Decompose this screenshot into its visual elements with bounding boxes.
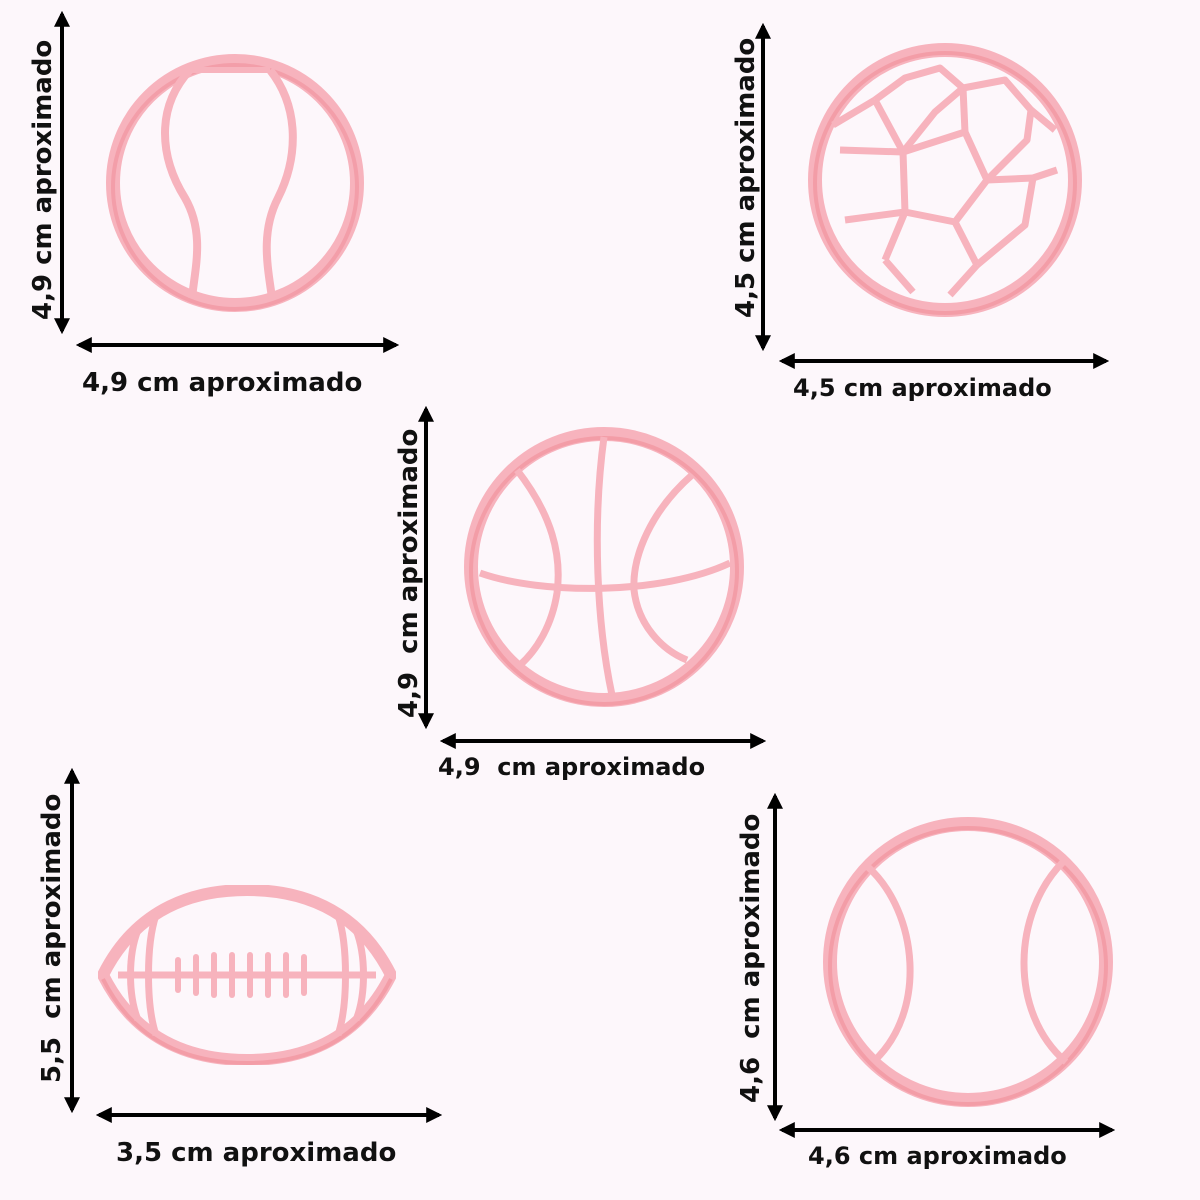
football-cutter xyxy=(98,885,396,1065)
baseball-cutter xyxy=(823,817,1113,1107)
tennis-ball-cutter xyxy=(106,54,364,312)
height-label: 5,5 cm aproximado xyxy=(37,793,67,1083)
width-arrow xyxy=(439,733,767,749)
width-label: 4,6 cm aproximado xyxy=(808,1142,1067,1170)
height-arrow xyxy=(767,792,783,1122)
height-label: 4,9 cm aproximado xyxy=(394,428,424,718)
width-label: 4,9 cm aproximado xyxy=(82,368,363,398)
width-arrow xyxy=(778,353,1110,369)
height-arrow xyxy=(54,10,70,335)
width-label: 4,5 cm aproximado xyxy=(793,374,1052,402)
basketball-cutter xyxy=(464,427,744,707)
height-arrow xyxy=(755,22,771,352)
soccer-ball-cutter xyxy=(808,43,1082,317)
width-label: 4,9 cm aproximado xyxy=(438,753,706,781)
height-label: 4,6 cm aproximado xyxy=(736,813,766,1103)
width-arrow xyxy=(778,1122,1116,1138)
height-label: 4,9 cm aproximado xyxy=(28,39,58,320)
width-arrow xyxy=(95,1107,443,1123)
height-label: 4,5 cm aproximado xyxy=(731,37,761,318)
width-label: 3,5 cm aproximado xyxy=(116,1138,397,1168)
width-arrow xyxy=(75,337,400,353)
height-arrow xyxy=(418,405,434,730)
height-arrow xyxy=(64,767,80,1114)
